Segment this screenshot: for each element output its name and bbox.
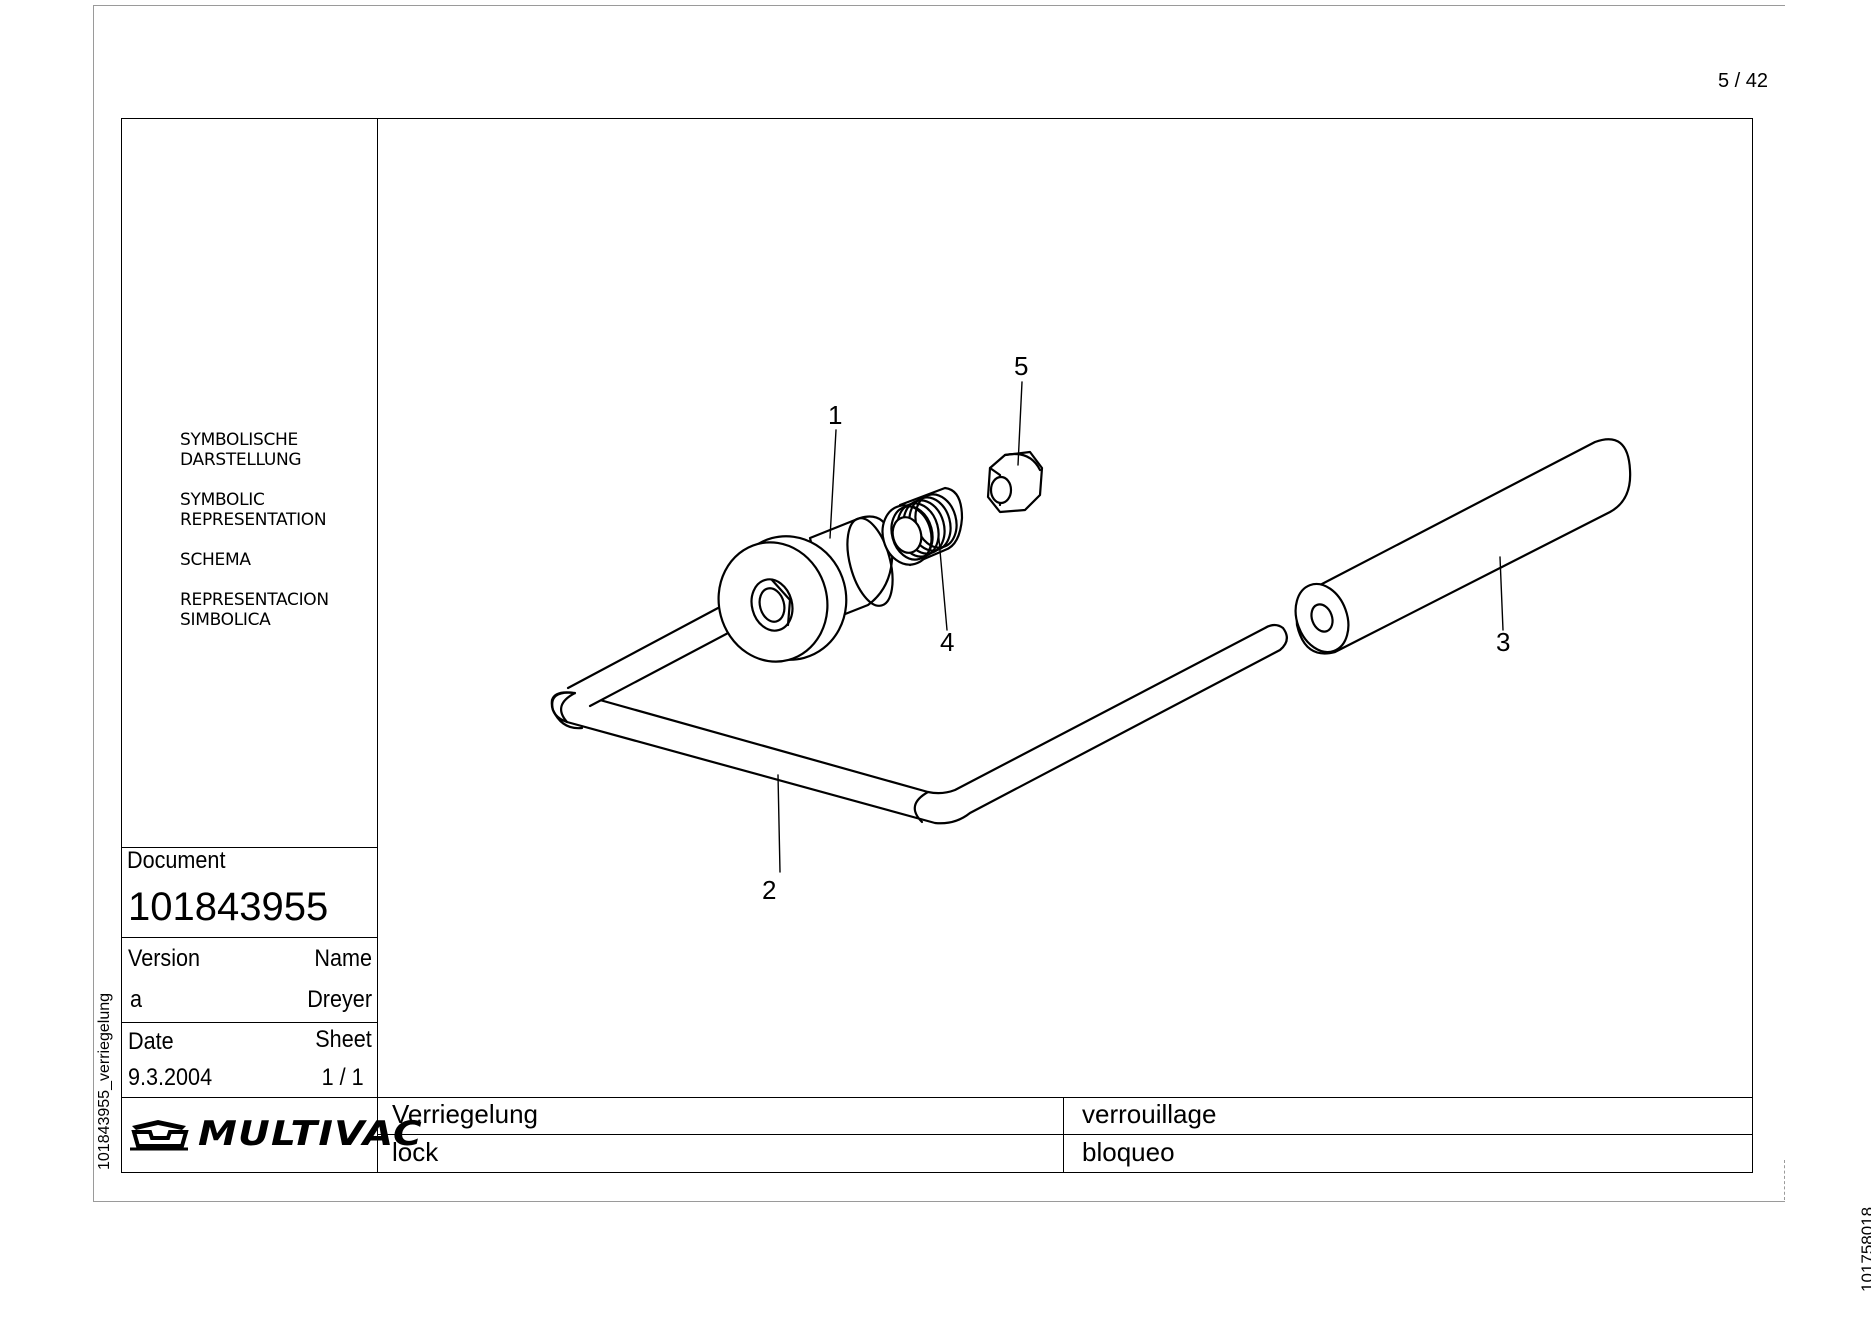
sheet-value: 1 / 1 [321, 1064, 364, 1091]
callout-5: 5 [1014, 351, 1028, 381]
title-column [121, 118, 378, 1173]
version-value: a [130, 986, 143, 1013]
title-column-divider [1063, 1097, 1064, 1173]
drawing-sheet-frame [121, 118, 1753, 1173]
title-es: bloqueo [1082, 1137, 1175, 1167]
part-4-threaded-insert [881, 486, 964, 567]
name-label: Name [314, 945, 372, 972]
callout-4: 4 [940, 627, 954, 657]
document-label: Document [127, 847, 226, 874]
right-margin-code: 101758018 [1858, 1206, 1871, 1292]
representation-de-line2: DARSTELLUNG [180, 450, 302, 470]
exploded-view-drawing: 1 2 3 4 5 [550, 351, 1632, 905]
part-3-sleeve-tube [1294, 438, 1632, 655]
part-1-flanged-bushing [717, 515, 894, 663]
representation-es-line1: REPRESENTACION [180, 590, 329, 610]
page-frame [93, 5, 1785, 1202]
page-number: 5 / 42 [1718, 70, 1769, 92]
part-2-bent-rod [550, 605, 1288, 825]
representation-en: SYMBOLIC REPRESENTATION [180, 490, 327, 530]
title-row-divider [378, 1134, 1753, 1135]
representation-fr-line1: SCHEMA [180, 550, 251, 570]
date-label: Date [128, 1028, 174, 1055]
representation-es-line2: SIMBOLICA [180, 610, 271, 630]
title-block-divider-document [121, 847, 378, 848]
callout-3: 3 [1496, 627, 1510, 657]
representation-en-line1: SYMBOLIC [180, 490, 265, 510]
title-fr: verrouillage [1082, 1099, 1217, 1129]
representation-de-line1: SYMBOLISCHE [180, 430, 298, 450]
multivac-logo: MULTIVAC [128, 1114, 422, 1154]
name-value: Dreyer [307, 986, 372, 1013]
page-right-edge [1784, 1160, 1785, 1200]
title-de: Verriegelung [392, 1099, 538, 1129]
representation-fr: SCHEMA [180, 550, 251, 570]
document-number: 101843955 [128, 885, 329, 929]
callout-1: 1 [828, 400, 842, 430]
representation-de: SYMBOLISCHE DARSTELLUNG [180, 430, 302, 470]
title-block-divider-titles [121, 1097, 1753, 1098]
date-value: 9.3.2004 [128, 1064, 213, 1091]
logo-wordmark: MULTIVAC [198, 1114, 423, 1154]
representation-es: REPRESENTACION SIMBOLICA [180, 590, 329, 630]
side-file-label: 101843955_verriegelung [96, 992, 113, 1170]
title-block-divider-version [121, 937, 378, 938]
part-5-hex-nut [986, 450, 1044, 514]
title-en: lock [392, 1137, 439, 1167]
sheet-label: Sheet [315, 1026, 372, 1053]
callout-2: 2 [762, 875, 776, 905]
representation-en-line2: REPRESENTATION [180, 510, 327, 530]
multivac-emblem-icon [130, 1120, 189, 1151]
callout-leaders [777, 381, 1504, 873]
version-label: Version [128, 945, 201, 972]
title-block-divider-date [121, 1022, 378, 1023]
